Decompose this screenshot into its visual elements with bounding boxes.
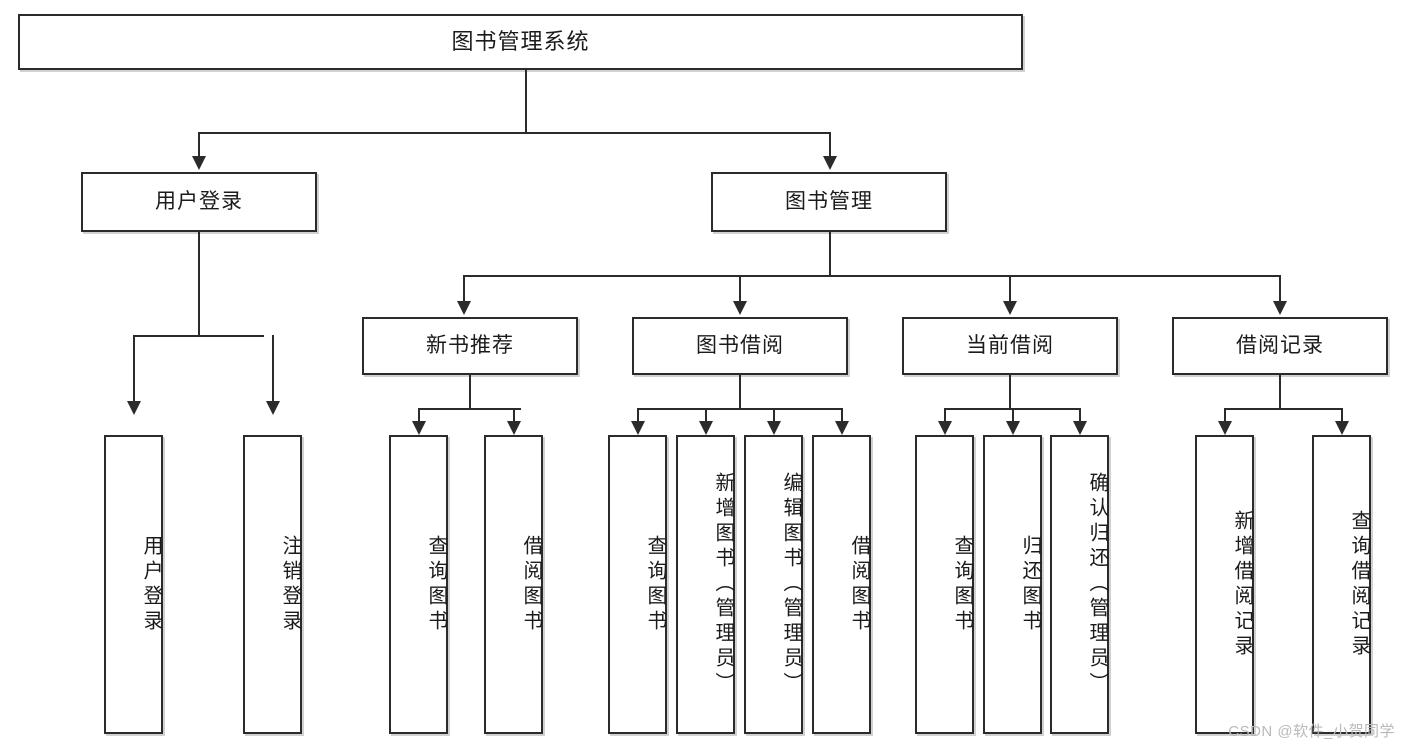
- edge-book-manage-bus: [463, 275, 1280, 277]
- node-label: 借阅图书: [848, 534, 870, 635]
- arrow-borrow-record-leaf-1-icon: [1218, 421, 1232, 435]
- node-root-library-management-system[interactable]: 图书管理系统: [18, 14, 1023, 70]
- node-label: 确认归还（管理员）: [1086, 472, 1108, 697]
- edge-current-borrow-to-leaf-2: [1012, 408, 1014, 424]
- edge-new-book-to-leaf-2: [513, 408, 515, 424]
- node-label: 新增借阅记录: [1231, 509, 1253, 660]
- leaf-logout[interactable]: 注销登录: [243, 435, 302, 734]
- edge-current-borrow-to-leaf-3: [1079, 408, 1081, 424]
- arrow-book-borrow-leaf-4-icon: [835, 421, 849, 435]
- node-label: 注销登录: [279, 534, 301, 635]
- arrow-book-borrow-leaf-2-icon: [699, 421, 713, 435]
- arrow-book-borrow-leaf-3-icon: [767, 421, 781, 435]
- edge-user-login-to-leaf-1: [133, 335, 135, 403]
- node-label: 图书管理系统: [451, 28, 590, 54]
- node-label: 查询图书: [425, 534, 447, 635]
- arrow-root-to-user-login-icon: [192, 156, 206, 170]
- node-label: 查询图书: [644, 534, 666, 635]
- node-label: 图书管理: [785, 190, 873, 214]
- edge-borrow-record-bus: [1224, 408, 1342, 410]
- edge-book-borrow-bus: [637, 408, 842, 410]
- edge-user-login-stem: [198, 232, 200, 335]
- arrow-new-book-leaf-1-icon: [412, 421, 426, 435]
- node-label: 用户登录: [140, 534, 162, 635]
- arrow-book-borrow-icon: [733, 301, 747, 315]
- leaf-query-book-current[interactable]: 查询图书: [915, 435, 974, 734]
- node-label: 借阅图书: [520, 534, 542, 635]
- node-label: 新增图书（管理员）: [712, 472, 734, 697]
- node-book-management[interactable]: 图书管理: [711, 172, 947, 232]
- arrow-borrow-record-leaf-2-icon: [1335, 421, 1349, 435]
- arrow-current-borrow-leaf-3-icon: [1073, 421, 1087, 435]
- node-label: 查询借阅记录: [1348, 509, 1370, 660]
- edge-borrow-record-to-leaf-1: [1224, 408, 1226, 424]
- edge-current-borrow-bus: [944, 408, 1079, 410]
- edge-book-borrow-to-leaf-4: [841, 408, 843, 424]
- leaf-return-book[interactable]: 归还图书: [983, 435, 1042, 734]
- node-label: 编辑图书（管理员）: [780, 472, 802, 697]
- edge-root-bus: [198, 132, 830, 134]
- edge-book-borrow-stem: [739, 375, 741, 408]
- arrow-new-book-icon: [457, 301, 471, 315]
- edge-book-borrow-to-leaf-3: [773, 408, 775, 424]
- node-label: 新书推荐: [426, 334, 514, 358]
- node-new-book-recommend[interactable]: 新书推荐: [362, 317, 578, 375]
- leaf-query-book-borrow[interactable]: 查询图书: [608, 435, 667, 734]
- leaf-query-borrow-record[interactable]: 查询借阅记录: [1312, 435, 1371, 734]
- arrow-current-borrow-leaf-2-icon: [1006, 421, 1020, 435]
- arrow-user-login-leaf-2-icon: [266, 401, 280, 415]
- arrow-book-borrow-leaf-1-icon: [631, 421, 645, 435]
- edge-root-to-book-manage: [829, 132, 831, 158]
- node-borrow-record[interactable]: 借阅记录: [1172, 317, 1388, 375]
- edge-user-login-bus: [133, 335, 264, 337]
- edge-current-borrow-to-leaf-1: [944, 408, 946, 424]
- edge-book-manage-to-current-borrow: [1009, 275, 1011, 303]
- edge-new-book-bus: [418, 408, 521, 410]
- edge-book-manage-to-new-book: [463, 275, 465, 303]
- edge-new-book-stem: [469, 375, 471, 408]
- leaf-borrow-book-recommend[interactable]: 借阅图书: [484, 435, 543, 734]
- leaf-add-borrow-record[interactable]: 新增借阅记录: [1195, 435, 1254, 734]
- edge-book-manage-stem: [829, 232, 831, 275]
- node-label: 当前借阅: [966, 334, 1054, 358]
- node-label: 查询图书: [951, 534, 973, 635]
- arrow-borrow-record-icon: [1273, 301, 1287, 315]
- edge-root-stem: [525, 70, 527, 132]
- edge-book-manage-to-book-borrow: [739, 275, 741, 303]
- edge-book-borrow-to-leaf-1: [637, 408, 639, 424]
- node-book-borrow[interactable]: 图书借阅: [632, 317, 848, 375]
- node-label: 借阅记录: [1236, 334, 1324, 358]
- edge-current-borrow-stem: [1009, 375, 1011, 408]
- edge-borrow-record-to-leaf-2: [1341, 408, 1343, 424]
- edge-user-login-to-leaf-2: [272, 335, 274, 403]
- leaf-user-login[interactable]: 用户登录: [104, 435, 163, 734]
- node-user-login[interactable]: 用户登录: [81, 172, 317, 232]
- leaf-confirm-return-admin[interactable]: 确认归还（管理员）: [1050, 435, 1109, 734]
- leaf-edit-book-admin[interactable]: 编辑图书（管理员）: [744, 435, 803, 734]
- node-label: 归还图书: [1019, 534, 1041, 635]
- node-label: 图书借阅: [696, 334, 784, 358]
- edge-new-book-to-leaf-1: [418, 408, 420, 424]
- arrow-current-borrow-icon: [1003, 301, 1017, 315]
- arrow-new-book-leaf-2-icon: [507, 421, 521, 435]
- arrow-current-borrow-leaf-1-icon: [938, 421, 952, 435]
- arrow-user-login-leaf-1-icon: [127, 401, 141, 415]
- leaf-borrow-book[interactable]: 借阅图书: [812, 435, 871, 734]
- edge-borrow-record-stem: [1279, 375, 1281, 408]
- edge-book-borrow-to-leaf-2: [705, 408, 707, 424]
- arrow-root-to-book-manage-icon: [823, 156, 837, 170]
- node-current-borrow[interactable]: 当前借阅: [902, 317, 1118, 375]
- leaf-query-book-recommend[interactable]: 查询图书: [389, 435, 448, 734]
- node-label: 用户登录: [155, 190, 243, 214]
- edge-root-to-user-login: [198, 132, 200, 158]
- edge-book-manage-to-borrow-record: [1279, 275, 1281, 303]
- leaf-add-book-admin[interactable]: 新增图书（管理员）: [676, 435, 735, 734]
